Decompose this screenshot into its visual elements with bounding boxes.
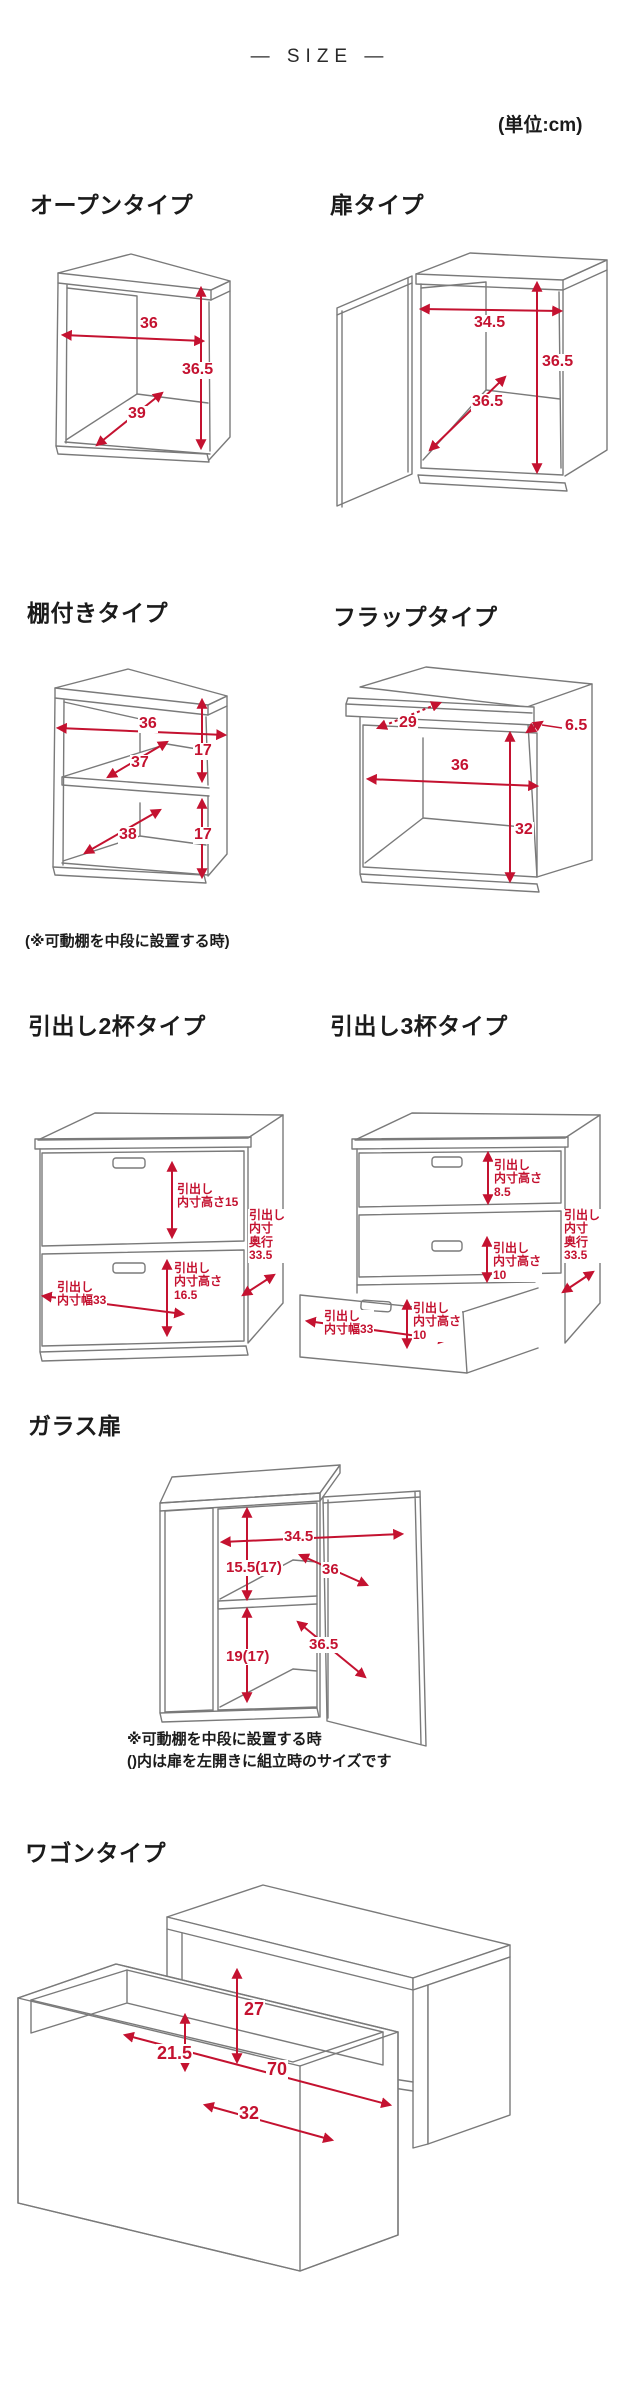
drawer2-type-figure: 引出し 内寸高さ15 引出し 内寸 奥行 33.5 引出し 内寸高さ 16.5 … [18, 1095, 318, 1390]
dim-glass-shelf-depth: 36 [321, 1561, 340, 1578]
dim-drawer3-width: 引出し 内寸幅33 [323, 1309, 375, 1337]
dim-shelf-bottom-depth: 38 [118, 826, 138, 844]
dim-glass-lower-height: 19(17) [225, 1648, 271, 1665]
heading-flap-type: フラップタイプ [333, 604, 498, 630]
dim-glass-width: 34.5 [283, 1528, 315, 1545]
dim-door-width: 34.5 [473, 314, 507, 332]
heading-drawer3-type: 引出し3杯タイプ [330, 1013, 508, 1039]
dim-open-width: 36 [139, 315, 159, 333]
open-type-figure: 36 36.5 39 [15, 232, 240, 482]
dim-wagon-height: 27 [243, 1999, 266, 2019]
dim-drawer2-width: 引出し 内寸幅33 [56, 1280, 108, 1308]
dim-shelf-width: 36 [138, 715, 158, 733]
open-type-drawing [55, 253, 231, 463]
flap-type-drawing [345, 666, 593, 893]
dim-drawer2-depth: 引出し 内寸 奥行 33.5 [248, 1208, 287, 1263]
dim-open-depth: 39 [127, 405, 147, 423]
dim-drawer3-depth: 引出し 内寸 奥行 33.5 [563, 1208, 602, 1263]
dim-door-height: 36.5 [541, 353, 575, 371]
wagon-type-drawing [17, 1884, 511, 2272]
dim-glass-upper-height: 15.5(17) [225, 1559, 283, 1576]
dim-open-height: 36.5 [181, 361, 215, 379]
heading-drawer2-type: 引出し2杯タイプ [28, 1013, 206, 1039]
shelf-type-drawing [52, 668, 228, 884]
dim-flap-width: 36 [450, 757, 470, 775]
dim-door-depth: 36.5 [471, 393, 505, 411]
dim-wagon-inner-height: 21.5 [156, 2043, 194, 2063]
door-type-figure: 34.5 36.5 36.5 [225, 238, 640, 510]
heading-glass-door: ガラス扉 [28, 1413, 122, 1439]
heading-shelf-type: 棚付きタイプ [27, 600, 168, 626]
dim-glass-bottom-depth: 36.5 [308, 1636, 340, 1653]
dim-flap-height: 32 [514, 821, 534, 839]
dim-shelf-upper-height: 17 [193, 742, 213, 760]
dim-flap-thickness: 6.5 [564, 717, 589, 735]
dim-drawer2-bottom-height: 引出し 内寸高さ 16.5 [173, 1261, 224, 1303]
dim-flap-depth: 29 [398, 714, 418, 732]
unit-label: (単位:cm) [498, 115, 583, 136]
glass-note: ※可動棚を中段に設置する時 ()内は扉を左開きに組立時のサイズです [127, 1731, 392, 1770]
glass-door-figure: 34.5 15.5(17) 36 19(17) 36.5 [145, 1455, 465, 1775]
dim-drawer3-middle-height: 引出し 内寸高さ 10 [492, 1241, 543, 1283]
shelf-note: (※可動棚を中段に設置する時) [25, 933, 230, 950]
glass-door-drawing [159, 1464, 427, 1747]
page-title: — SIZE — [250, 46, 390, 67]
dim-drawer3-top-height: 引出し 内寸高さ 8.5 [493, 1158, 544, 1200]
dim-shelf-lower-height: 17 [193, 826, 213, 844]
drawer3-type-figure: 引出し 内寸高さ 8.5 引出し 内寸高さ 10 引出し 内寸 奥行 33.5 … [295, 1095, 640, 1390]
heading-wagon-type: ワゴンタイプ [25, 1840, 166, 1866]
wagon-type-figure: 27 21.5 70 32 [0, 1870, 640, 2370]
dim-shelf-shelf-depth: 37 [130, 754, 150, 772]
dim-drawer3-bottom-height: 引出し 内寸高さ 10 [412, 1301, 463, 1343]
dim-wagon-depth: 32 [238, 2103, 261, 2123]
drawer2-type-drawing [34, 1112, 284, 1362]
dim-drawer2-top-height: 引出し 内寸高さ15 [176, 1182, 240, 1210]
heading-door-type: 扉タイプ [330, 192, 424, 218]
flap-type-figure: 29 6.5 36 32 [338, 648, 640, 898]
shelf-type-figure: 36 17 37 17 38 [12, 655, 237, 923]
heading-open-type: オープンタイプ [30, 192, 194, 218]
door-type-drawing [336, 252, 608, 508]
dim-wagon-inner-width: 70 [266, 2059, 289, 2079]
